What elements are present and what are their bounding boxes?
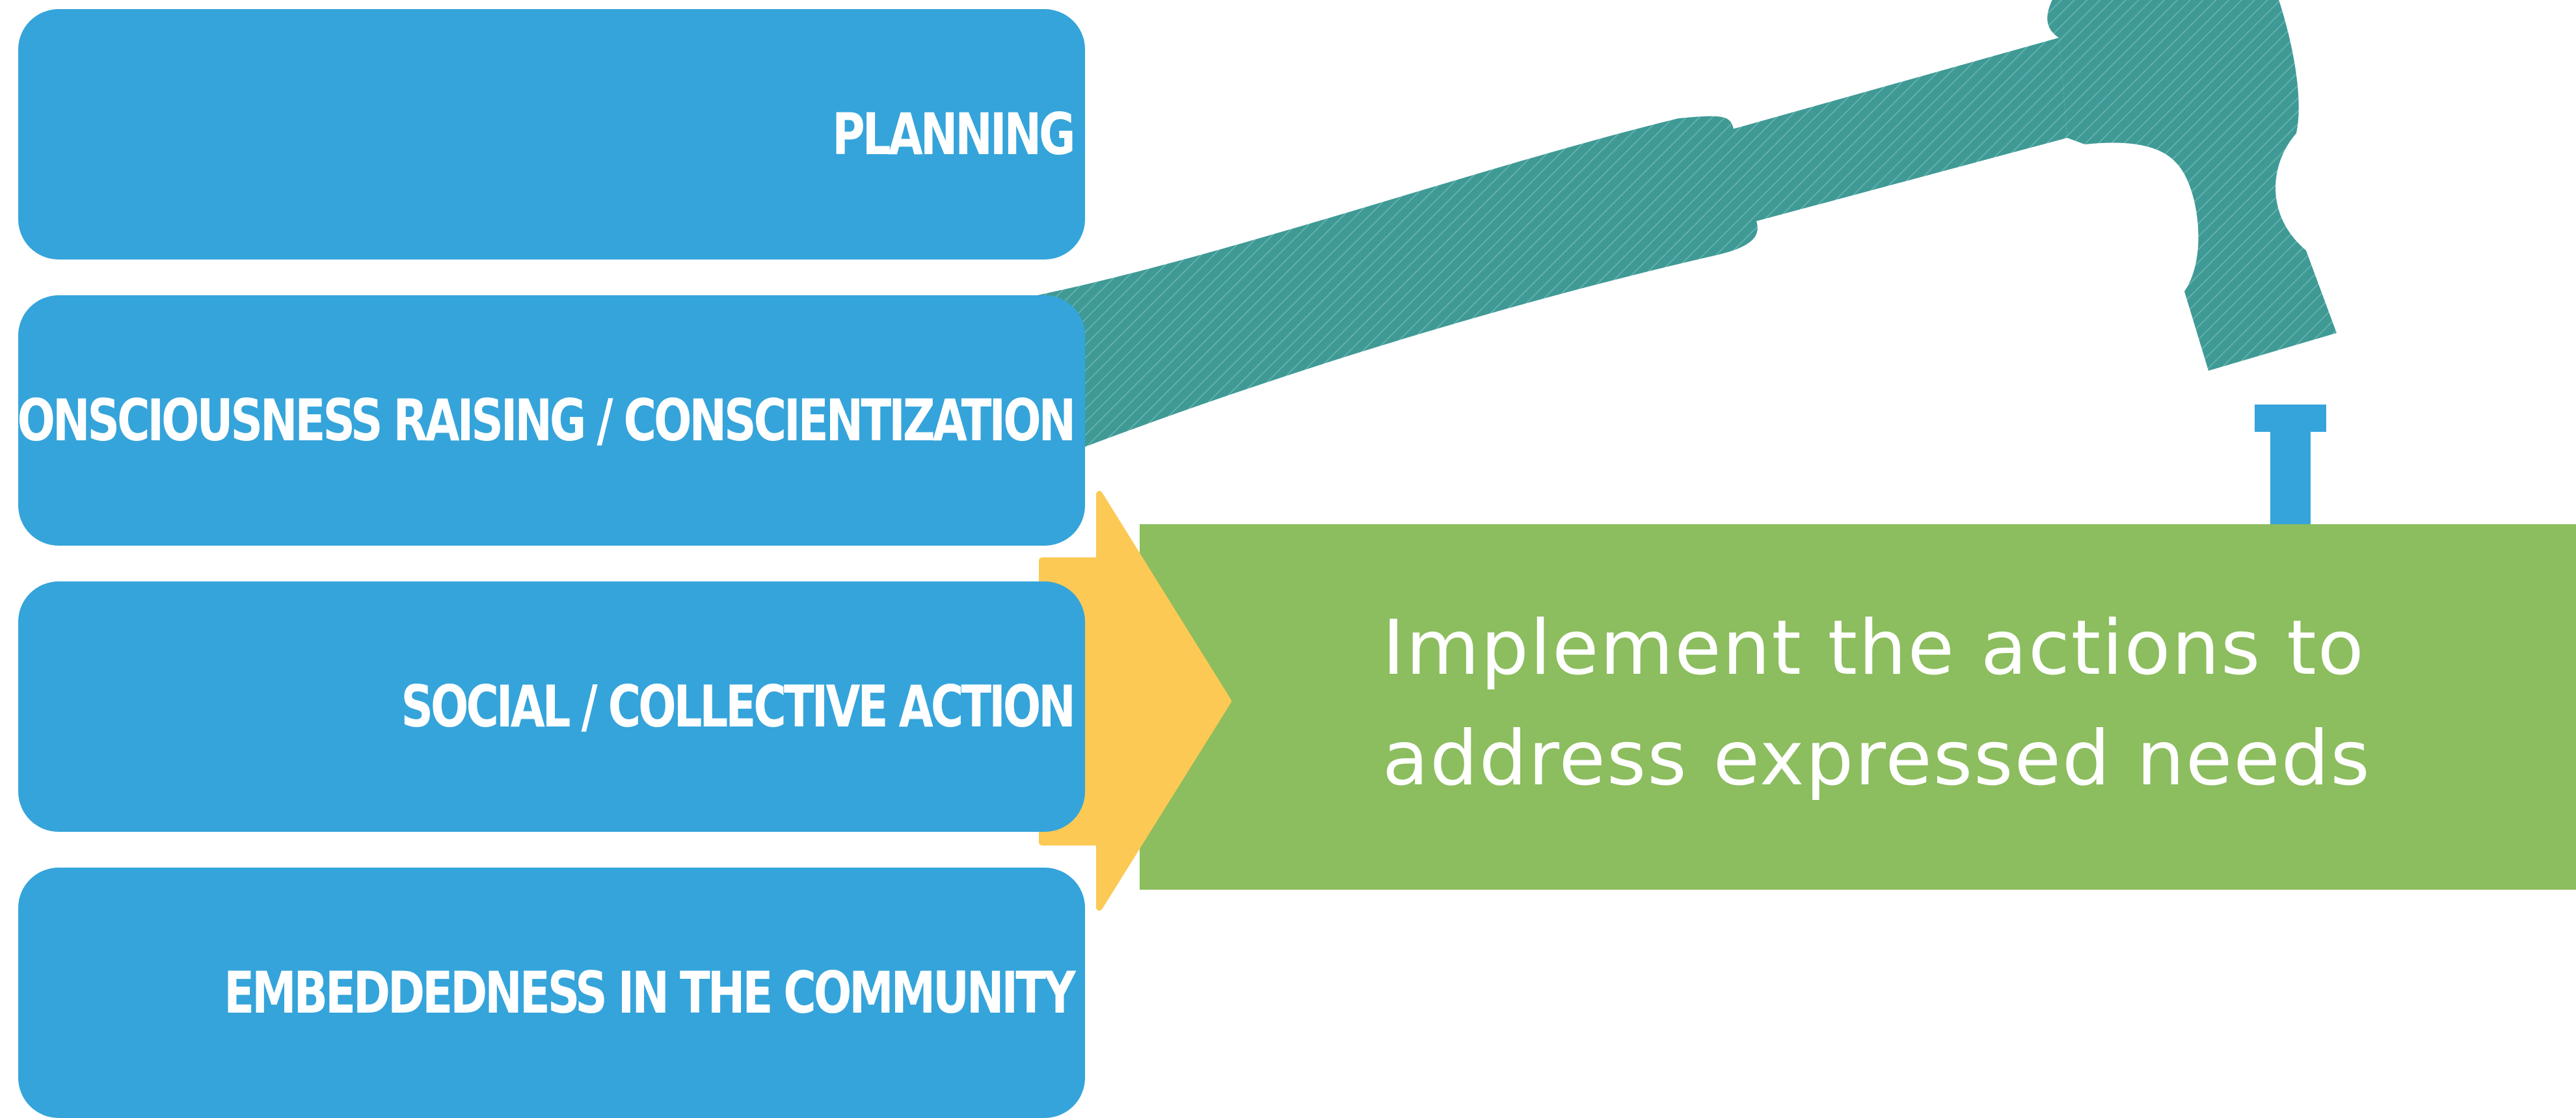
step-label: SOCIAL / COLLECTIVE ACTION — [401, 673, 1076, 740]
step-social-collective-action: SOCIAL / COLLECTIVE ACTION — [18, 581, 1085, 832]
arrow-tip-icon — [1096, 491, 1231, 911]
result-line-1: Implement the actions to — [1382, 604, 2365, 692]
result-text: Implement the actions to address express… — [1382, 593, 2540, 814]
hammer-icon — [1034, 0, 2337, 449]
step-label: CONSCIOUSNESS RAISING / CONSCIENTIZATION — [0, 387, 1076, 454]
result-line-2: address expressed needs — [1382, 715, 2371, 803]
nail-icon — [2255, 405, 2326, 527]
step-embeddedness: EMBEDDEDNESS IN THE COMMUNITY — [18, 868, 1085, 1118]
hammer-head — [2047, 0, 2337, 371]
step-consciousness-raising: CONSCIOUSNESS RAISING / CONSCIENTIZATION — [0, 295, 1085, 546]
nail-shaft — [2270, 416, 2311, 527]
step-label: EMBEDDEDNESS IN THE COMMUNITY — [224, 959, 1076, 1026]
step-planning: PLANNING — [18, 9, 1085, 260]
step-label: PLANNING — [832, 101, 1076, 168]
hammer-handle — [1034, 38, 2067, 449]
result-box — [1140, 524, 2576, 890]
